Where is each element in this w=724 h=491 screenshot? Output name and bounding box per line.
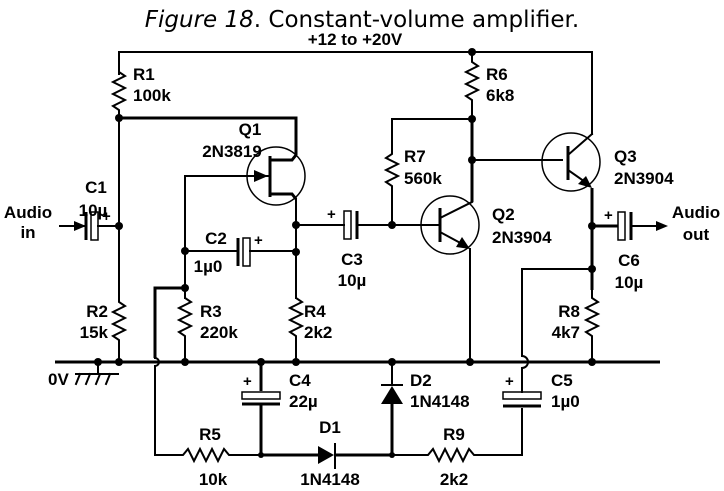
svg-text:+: + [243,373,252,390]
svg-text:C6: C6 [618,251,640,270]
svg-text:R7: R7 [404,147,426,166]
svg-text:10k: 10k [199,470,228,489]
svg-text:2k2: 2k2 [304,323,332,342]
svg-text:+: + [102,208,111,225]
svg-text:R4: R4 [304,302,326,321]
svg-text:10µ: 10µ [338,271,367,290]
svg-text:100k: 100k [133,86,171,105]
svg-text:C3: C3 [341,250,363,269]
svg-text:1N4148: 1N4148 [300,470,360,489]
svg-text:10µ: 10µ [79,201,108,220]
svg-text:2N3904: 2N3904 [614,169,674,188]
svg-text:R9: R9 [443,425,465,444]
transistor-q1-jfet: Q1 2N3819 [184,120,306,206]
svg-text:R5: R5 [199,425,221,444]
svg-text:D2: D2 [410,371,432,390]
svg-text:C5: C5 [551,371,573,390]
svg-text:2N3819: 2N3819 [202,142,262,161]
resistor-r2: R2 15k [80,295,128,363]
junction-dot [181,358,189,366]
junction-dot [468,115,476,123]
svg-text:10µ: 10µ [615,273,644,292]
svg-text:D1: D1 [319,418,341,437]
svg-text:R3: R3 [200,302,222,321]
wire-r1-q1drain [119,116,298,155]
svg-text:560k: 560k [404,169,442,188]
resistor-r5: R5 10k [154,425,262,489]
svg-text:+: + [327,206,336,223]
svg-text:2N3904: 2N3904 [492,228,552,247]
wire-r8-to-c5 [521,268,593,357]
figure-title: Figure 18. Constant-volume amplifier. [145,7,579,33]
transistor-q2: Q2 2N3904 [420,195,552,255]
capacitor-c4: + C4 22µ [241,362,318,455]
junction-dot [466,358,474,366]
svg-text:R1: R1 [133,65,155,84]
audio-out-label: out [683,225,710,244]
svg-text:R6: R6 [486,65,508,84]
svg-text:220k: 220k [200,323,238,342]
svg-text:+: + [604,207,613,224]
ground-label: 0V [48,370,69,389]
resistor-r6: R6 6k8 [463,51,514,120]
svg-text:C1: C1 [85,178,107,197]
svg-text:+: + [505,373,514,390]
figure-number: Figure 18 [145,7,254,33]
figure-caption: . Constant-volume amplifier. [254,7,579,33]
svg-text:1N4148: 1N4148 [410,392,470,411]
svg-text:R8: R8 [558,302,580,321]
svg-text:2k2: 2k2 [440,470,468,489]
capacitor-c2: + C2 1µ0 [184,229,297,276]
transistor-q3: Q3 2N3904 [541,132,674,192]
resistor-r4: R4 2k2 [287,289,332,363]
ground-symbol [74,361,119,386]
svg-text:15k: 15k [80,323,109,342]
svg-text:C4: C4 [289,371,311,390]
svg-text:6k8: 6k8 [486,86,514,105]
capacitor-c6: + C6 10µ [592,207,668,292]
svg-text:22µ: 22µ [289,392,318,411]
svg-text:C2: C2 [205,229,227,248]
resistor-r3: R3 220k [176,287,238,363]
svg-text:4k7: 4k7 [552,323,580,342]
audio-in-label: in [20,223,35,242]
svg-text:1µ0: 1µ0 [194,257,223,276]
capacitor-c3: + C3 10µ [295,206,424,290]
resistor-r9: R9 2k2 [391,408,523,489]
audio-out-label: Audio [672,203,720,222]
capacitor-c1: + C1 10µ [59,178,120,241]
svg-text:R2: R2 [86,302,108,321]
resistor-r7: R7 560k [383,118,473,226]
supply-label: +12 to +20V [308,30,403,49]
junction-dot [588,358,596,366]
junction-dot [115,358,123,366]
svg-text:1µ0: 1µ0 [551,392,580,411]
wire-r3-to-r5 [153,286,185,358]
resistor-r1: R1 100k [110,65,171,119]
wire-crossover [153,356,160,368]
audio-in-label: Audio [4,203,52,222]
resistor-r8: R8 4k7 [552,289,601,363]
svg-text:Q2: Q2 [492,205,515,224]
supply-rail [118,51,593,135]
capacitor-c5: + C5 1µ0 [502,367,580,411]
junction-dot [292,358,300,366]
svg-text:+: + [254,232,263,249]
diode-d1: D1 1N4148 [261,418,392,489]
wire-crossover [520,354,529,370]
diode-d2: D2 1N4148 [381,361,470,455]
svg-text:Q3: Q3 [614,147,637,166]
junction-dot [115,222,123,230]
svg-text:Q1: Q1 [239,120,262,139]
